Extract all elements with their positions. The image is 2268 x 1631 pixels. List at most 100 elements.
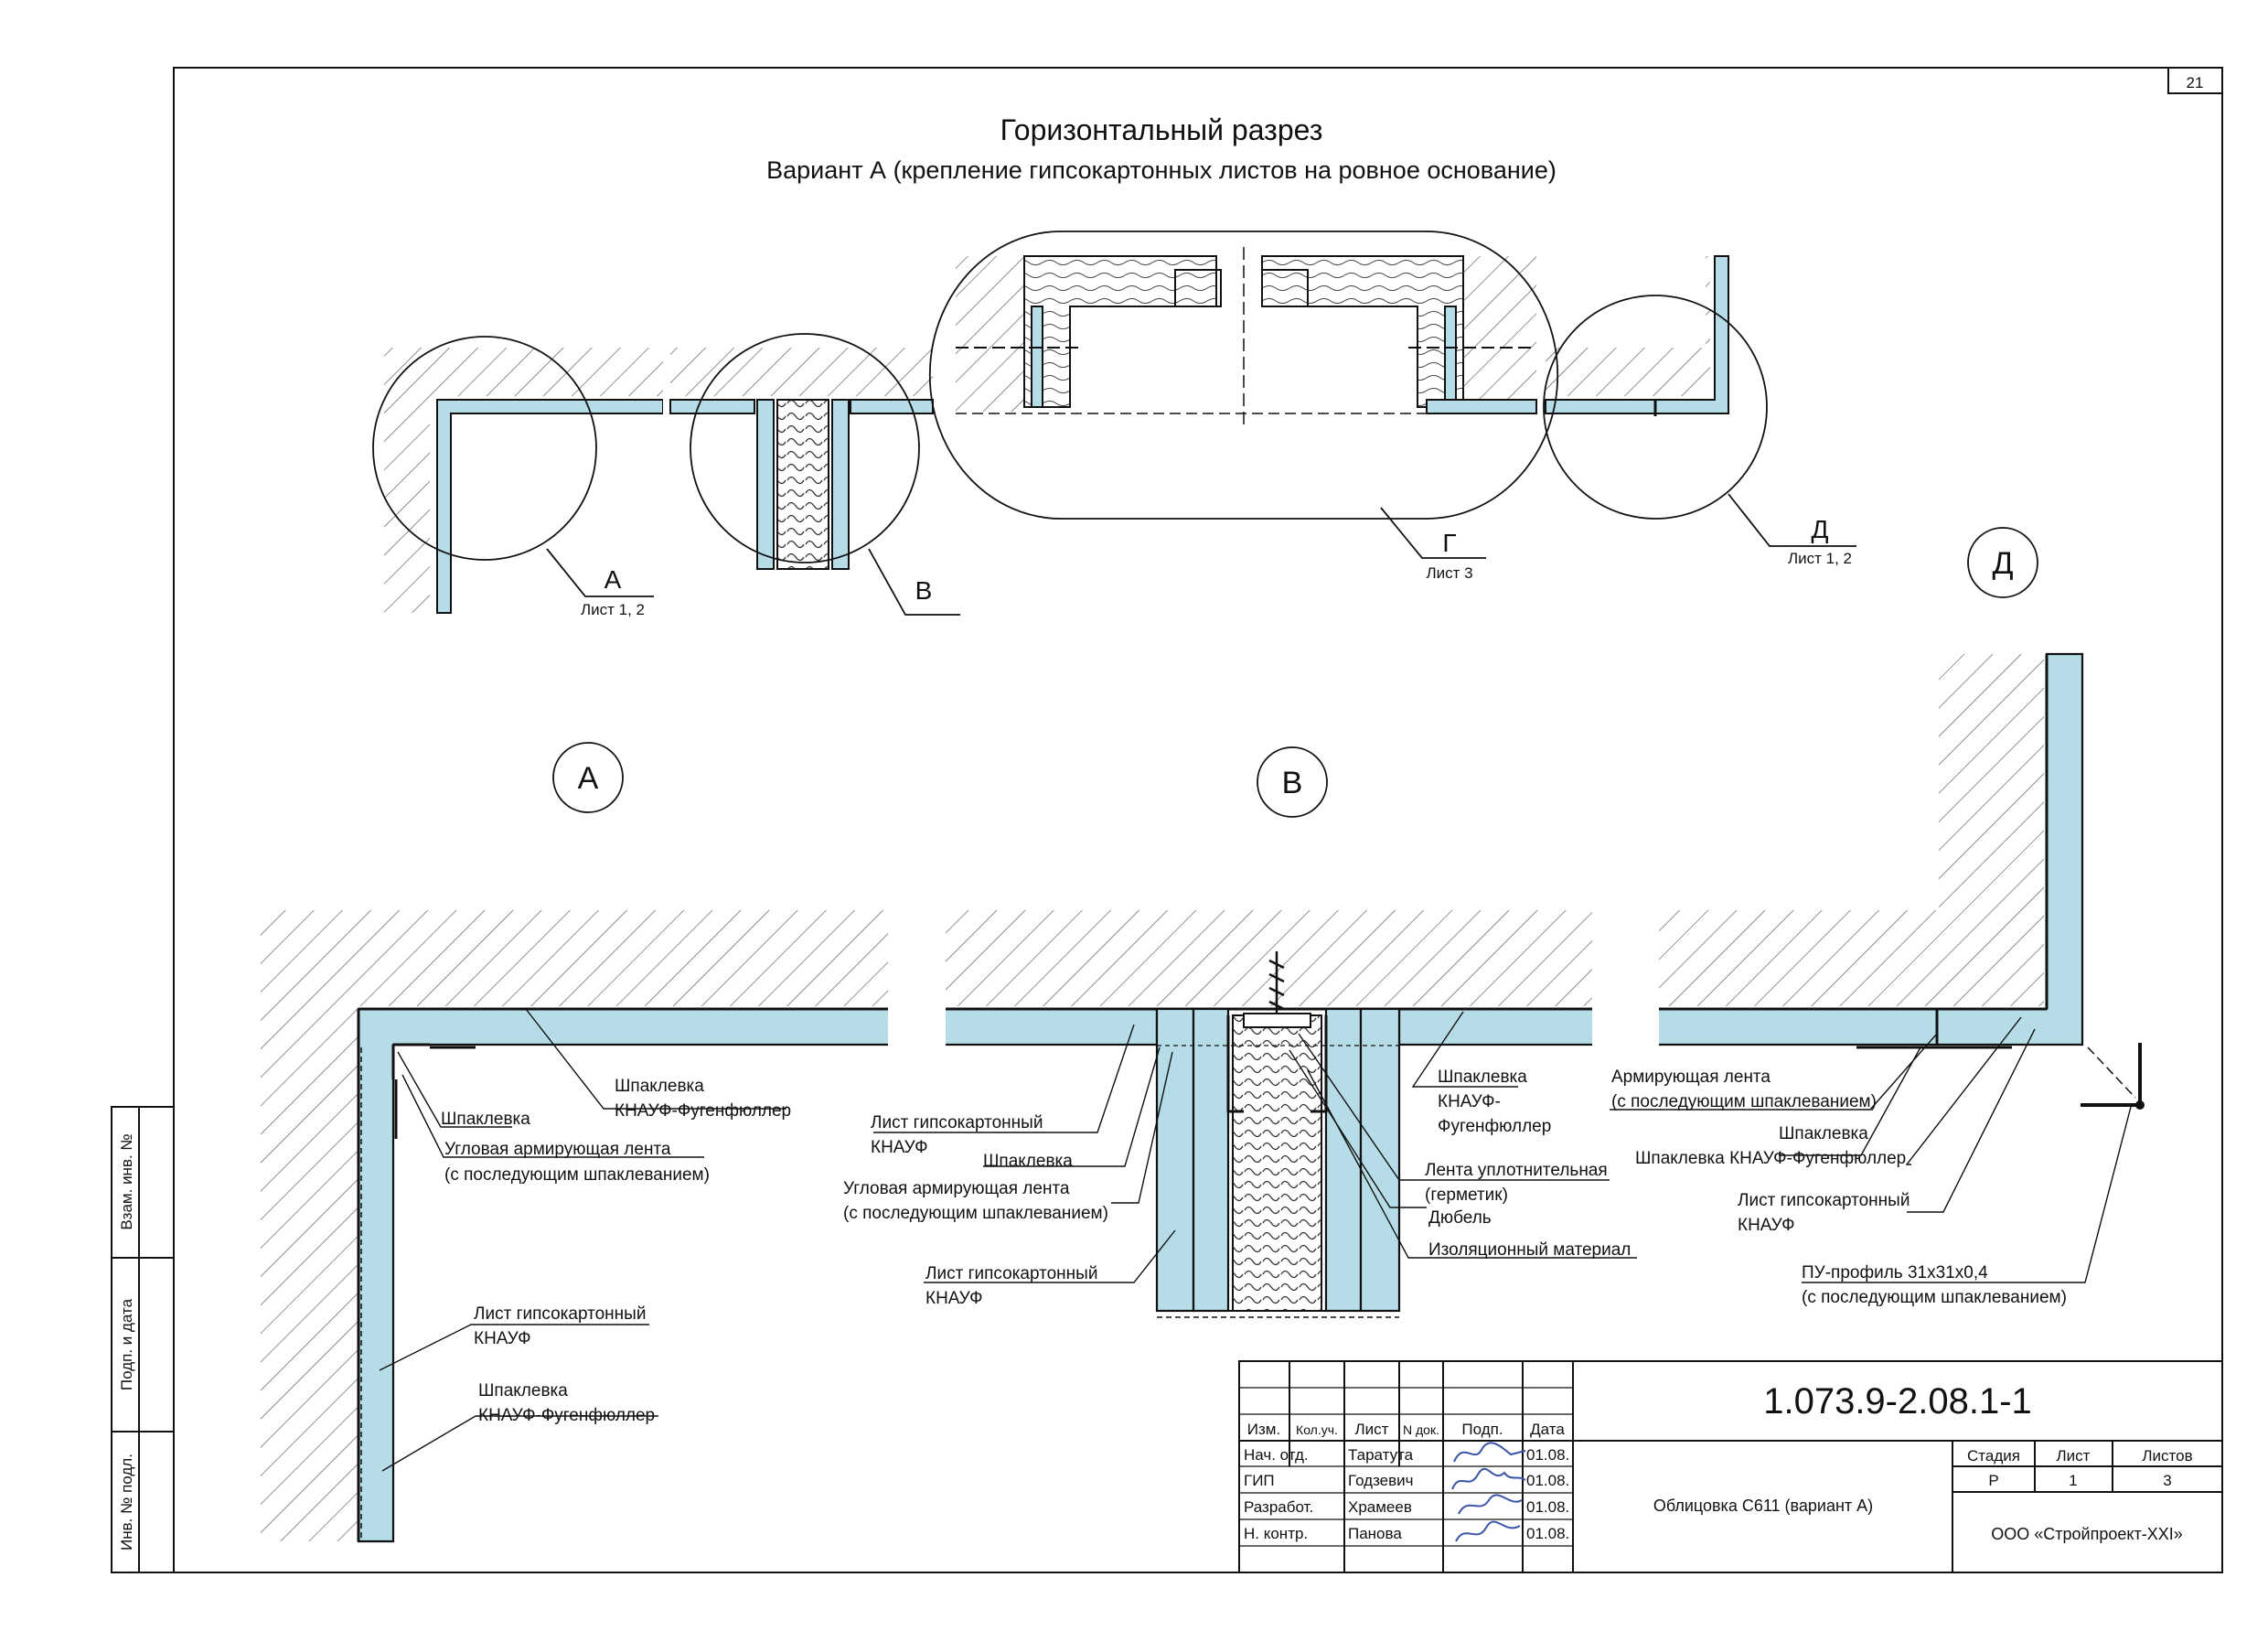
overview-board-d	[1545, 255, 1729, 414]
stage-header: Стадия	[1967, 1447, 2020, 1465]
row4-date: 01.08.	[1526, 1525, 1569, 1542]
callout-ref-d: Лист 1, 2	[1788, 550, 1852, 567]
row4-role: Н. контр.	[1244, 1525, 1308, 1542]
a-putty: Шпаклевка	[441, 1110, 530, 1129]
drawing-subtitle: Вариант А (крепление гипсокартонных лист…	[766, 156, 1557, 184]
side-stamp-box	[111, 1106, 175, 1573]
side-stamp-inventory: Инв. № подл.	[118, 1454, 135, 1551]
detail-marker-b: В	[1282, 766, 1303, 800]
d-putty-fug: Шпаклевка КНАУФ-Фугенфюллер	[1635, 1149, 1906, 1168]
overview-window-frame-left	[1023, 255, 1217, 408]
detail-b-board-left-2	[1192, 1007, 1230, 1313]
a-sheet-2: КНАУФ	[474, 1329, 531, 1348]
row2-role: ГИП	[1244, 1472, 1275, 1489]
a-tape-1: Угловая армирующая лента	[444, 1140, 671, 1159]
b-tape-1: Угловая армирующая лента	[843, 1179, 1070, 1198]
b-sheet2-2: КНАУФ	[925, 1289, 983, 1308]
a-putty-fug-1: Шпаклевка	[615, 1077, 704, 1096]
b-sheet-1: Лист гипсокартонный	[871, 1113, 1043, 1132]
detail-marker-d: Д	[1992, 546, 2013, 581]
b-insul: Изоляционный материал	[1428, 1240, 1631, 1260]
row1-name: Таратута	[1348, 1446, 1414, 1464]
d-sheet-1: Лист гипсокартонный	[1738, 1191, 1910, 1210]
row2-name: Годзевич	[1348, 1472, 1414, 1489]
overview-partition-insulation	[776, 399, 829, 570]
callout-letter-d: Д	[1812, 515, 1829, 543]
signature-scribbles	[1451, 1442, 1526, 1542]
hdr-date: Дата	[1530, 1421, 1565, 1438]
row1-date: 01.08.	[1526, 1446, 1569, 1464]
doc-title: Облицовка С611 (вариант А)	[1653, 1497, 1873, 1515]
d-tape-2: (с последующим шпаклеванием)	[1611, 1092, 1877, 1111]
callout-circle-b	[690, 333, 920, 563]
b-seal-2: (герметик)	[1425, 1186, 1508, 1205]
sheet-header: Лист	[2057, 1447, 2091, 1465]
detail-a-leaders	[379, 1008, 786, 1472]
b-sheet2-1: Лист гипсокартонный	[925, 1264, 1097, 1283]
detail-b-insulation	[1232, 1014, 1322, 1312]
a-sheet-1: Лист гипсокартонный	[474, 1304, 646, 1324]
callout-oval-g	[928, 231, 1559, 520]
row2-date: 01.08.	[1526, 1472, 1569, 1489]
callout-letter-a: А	[604, 565, 622, 594]
overview-board-a	[436, 399, 664, 614]
overview-wall-d	[1546, 256, 1710, 396]
hdr-sign: Подп.	[1461, 1421, 1503, 1438]
b-sheet-2: КНАУФ	[871, 1138, 928, 1157]
hdr-sheet: Лист	[1355, 1421, 1389, 1438]
row3-role: Разработ.	[1244, 1498, 1313, 1516]
detail-d	[1652, 652, 2145, 1110]
overview-partition-left	[756, 399, 775, 570]
detail-b-board-left-1	[1155, 1007, 1195, 1313]
b-tape-2: (с последующим шпаклеванием)	[843, 1204, 1108, 1223]
hdr-change: Изм.	[1247, 1421, 1280, 1438]
detail-marker-a: А	[578, 761, 599, 796]
hdr-count: Кол.уч.	[1296, 1422, 1338, 1437]
dowel-icon	[1268, 951, 1285, 1014]
sheets-value: 3	[2163, 1472, 2171, 1489]
pu-profile-icon	[2081, 1043, 2142, 1107]
doc-code: 1.073.9-2.08.1-1	[1763, 1381, 2032, 1422]
b-putty-fug-1: Шпаклевка	[1438, 1068, 1527, 1087]
overview-plan	[384, 247, 1729, 614]
overview-window-jamb-left	[956, 256, 1024, 412]
d-profile-1: ПУ-профиль 31x31x0,4	[1802, 1263, 1988, 1282]
stage-value: Р	[1988, 1472, 1998, 1489]
callout-letter-g: Г	[1442, 529, 1456, 557]
callout-ref-g: Лист 3	[1426, 564, 1472, 582]
organization: ООО «Стройпроект-XXI»	[1991, 1525, 2182, 1543]
d-putty: Шпаклевка	[1779, 1124, 1868, 1143]
d-sheet-2: КНАУФ	[1738, 1216, 1795, 1235]
side-stamp-replaced: Взам. инв. №	[118, 1133, 135, 1229]
a-putty-fug-2: КНАУФ-Фугенфюллер	[615, 1101, 791, 1121]
sheet-value: 1	[2069, 1472, 2077, 1489]
sheet-frame	[111, 67, 2223, 1573]
detail-b-leaders	[873, 1011, 1637, 1283]
detail-b	[938, 901, 1599, 1318]
side-stamp-signature: Подп. и дата	[118, 1298, 135, 1390]
b-putty: Шпаклевка	[983, 1152, 1073, 1171]
detail-markers	[552, 527, 2038, 818]
row3-date: 01.08.	[1526, 1498, 1569, 1516]
callout-letter-b: В	[915, 576, 933, 605]
callout-ref-a: Лист 1, 2	[581, 601, 645, 618]
row4-name: Панова	[1348, 1525, 1402, 1542]
b-dowel: Дюбель	[1428, 1208, 1492, 1228]
sheet-number-box	[2167, 67, 2223, 94]
drawing-title: Горизонтальный разрез	[1000, 113, 1323, 146]
b-putty-fug-2: КНАУФ-	[1438, 1092, 1501, 1111]
detail-b-board-right-2	[1359, 1007, 1401, 1313]
b-seal-1: Лента уплотнительная	[1425, 1161, 1608, 1180]
a-tape-2: (с последующим шпаклеванием)	[444, 1165, 710, 1185]
sheet-number: 21	[2187, 74, 2204, 91]
hdr-docnum: N док.	[1403, 1422, 1439, 1437]
overview-window-jamb-right	[1463, 256, 1536, 412]
sheets-header: Листов	[2142, 1447, 2192, 1465]
callout-circle-d	[1543, 295, 1768, 520]
title-block	[1238, 1360, 2223, 1573]
d-tape-1: Армирующая лента	[1611, 1068, 1771, 1087]
detail-a	[261, 901, 895, 1543]
row1-role: Нач. отд.	[1244, 1446, 1309, 1464]
d-profile-2: (с последующим шпаклеванием)	[1802, 1288, 2067, 1307]
